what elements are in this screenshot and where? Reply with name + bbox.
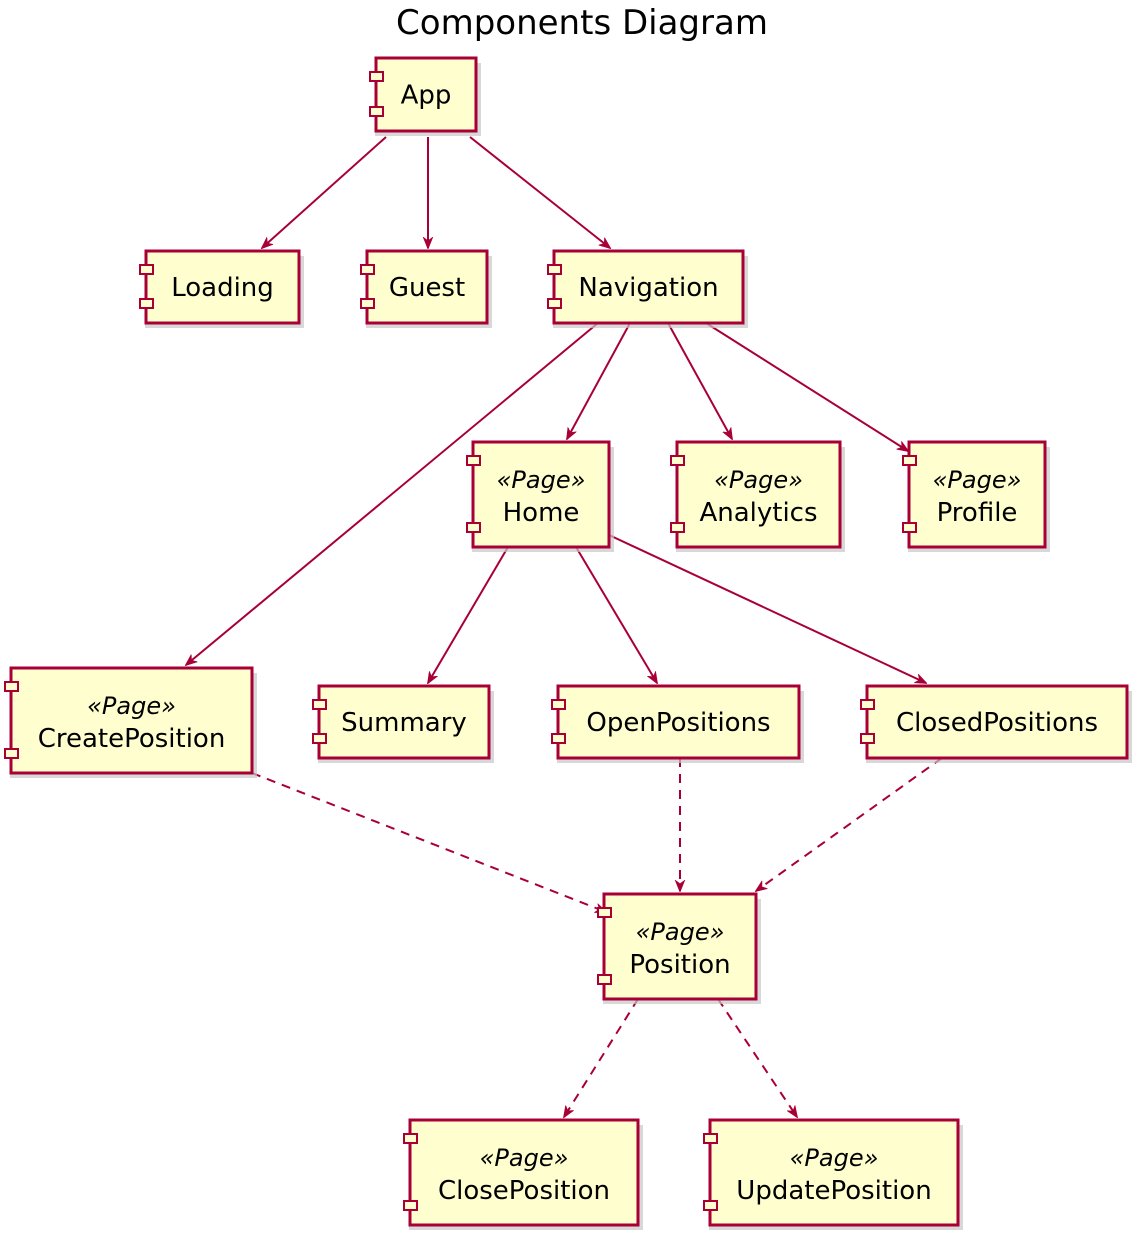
edge-home-to-openpositions xyxy=(575,546,657,683)
component-stereotype: «Page» xyxy=(790,1144,879,1172)
edge-createposition-to-position xyxy=(251,772,606,913)
component-tab-icon xyxy=(551,699,566,710)
component-tab-icon xyxy=(369,106,384,117)
component-stereotype: «Page» xyxy=(87,692,176,720)
component-stereotype: «Page» xyxy=(497,466,586,494)
component-summary: Summary xyxy=(312,684,494,763)
component-box xyxy=(708,1118,960,1227)
component-tab-icon xyxy=(403,1200,418,1211)
component-tab-icon xyxy=(670,522,685,533)
edge-navigation-to-profile xyxy=(705,322,908,451)
component-tab-icon xyxy=(703,1133,718,1144)
component-tab-icon xyxy=(860,733,875,744)
component-tab-icon xyxy=(4,681,19,692)
component-box xyxy=(865,684,1129,760)
component-closedpositions: ClosedPositions xyxy=(860,684,1132,763)
component-profile: «Page» Profile xyxy=(902,440,1050,552)
edge-navigation-to-createposition xyxy=(186,322,599,665)
component-closeposition: «Page» ClosePosition xyxy=(403,1118,643,1230)
component-tab-icon xyxy=(466,455,481,466)
component-stereotype: «Page» xyxy=(636,918,725,946)
component-createposition: «Page» CreatePosition xyxy=(4,666,257,778)
component-tab-icon xyxy=(547,298,562,309)
component-name: OpenPositions xyxy=(586,708,770,738)
component-app: App xyxy=(369,56,481,136)
component-tab-icon xyxy=(902,522,917,533)
diagram-title: Components Diagram xyxy=(396,3,768,43)
component-updateposition: «Page» UpdatePosition xyxy=(703,1118,963,1230)
component-tab-icon xyxy=(139,264,154,275)
component-box xyxy=(365,249,489,325)
component-tab-icon xyxy=(860,699,875,710)
component-name: Navigation xyxy=(578,273,718,303)
component-loading: Loading xyxy=(139,249,304,328)
component-name: Home xyxy=(503,498,580,528)
component-stereotype: «Page» xyxy=(714,466,803,494)
component-name: Guest xyxy=(389,273,465,303)
edges-layer xyxy=(186,136,943,1117)
component-name: App xyxy=(401,81,452,111)
edge-position-to-closeposition xyxy=(564,998,639,1117)
edge-app-to-navigation xyxy=(469,136,610,248)
component-tab-icon xyxy=(670,455,685,466)
component-name: UpdatePosition xyxy=(736,1176,931,1206)
component-position: «Page» Position xyxy=(597,892,761,1004)
component-box xyxy=(408,1118,640,1227)
component-box xyxy=(602,892,758,1001)
component-tab-icon xyxy=(551,733,566,744)
component-tab-icon xyxy=(312,733,327,744)
component-box xyxy=(9,666,254,775)
component-tab-icon xyxy=(369,71,384,82)
component-navigation: Navigation xyxy=(547,249,748,328)
component-tab-icon xyxy=(703,1200,718,1211)
component-tab-icon xyxy=(312,699,327,710)
component-name: Analytics xyxy=(699,498,817,528)
component-tab-icon xyxy=(403,1133,418,1144)
edge-position-to-updateposition xyxy=(717,998,797,1117)
component-name: Profile xyxy=(937,498,1018,528)
component-guest: Guest xyxy=(360,249,492,328)
component-tab-icon xyxy=(547,264,562,275)
component-name: ClosePosition xyxy=(438,1176,610,1206)
component-stereotype: «Page» xyxy=(480,1144,569,1172)
component-box xyxy=(675,440,842,549)
component-tab-icon xyxy=(466,522,481,533)
component-analytics: «Page» Analytics xyxy=(670,440,845,552)
edge-navigation-to-home xyxy=(567,322,631,439)
component-tab-icon xyxy=(4,748,19,759)
edge-home-to-summary xyxy=(428,546,509,683)
component-tab-icon xyxy=(597,974,612,985)
component-tab-icon xyxy=(360,298,375,309)
component-box xyxy=(144,249,301,325)
component-stereotype: «Page» xyxy=(933,466,1022,494)
component-name: Position xyxy=(629,950,730,980)
component-box xyxy=(552,249,745,325)
component-openpositions: OpenPositions xyxy=(551,684,804,763)
component-tab-icon xyxy=(597,907,612,918)
component-box xyxy=(556,684,801,760)
component-name: Loading xyxy=(171,273,274,303)
component-box xyxy=(317,684,491,760)
component-tab-icon xyxy=(360,264,375,275)
component-name: Summary xyxy=(341,708,467,738)
component-box xyxy=(374,56,478,133)
edge-navigation-to-analytics xyxy=(667,322,732,439)
component-name: CreatePosition xyxy=(38,724,226,754)
component-tab-icon xyxy=(902,455,917,466)
component-box xyxy=(907,440,1047,549)
edge-home-to-closedpositions xyxy=(608,534,926,684)
component-tab-icon xyxy=(139,298,154,309)
component-name: ClosedPositions xyxy=(896,708,1098,738)
component-home: «Page» Home xyxy=(466,440,614,552)
edge-app-to-loading xyxy=(262,136,387,248)
component-box xyxy=(471,440,611,549)
edge-closedpositions-to-position xyxy=(756,757,943,891)
